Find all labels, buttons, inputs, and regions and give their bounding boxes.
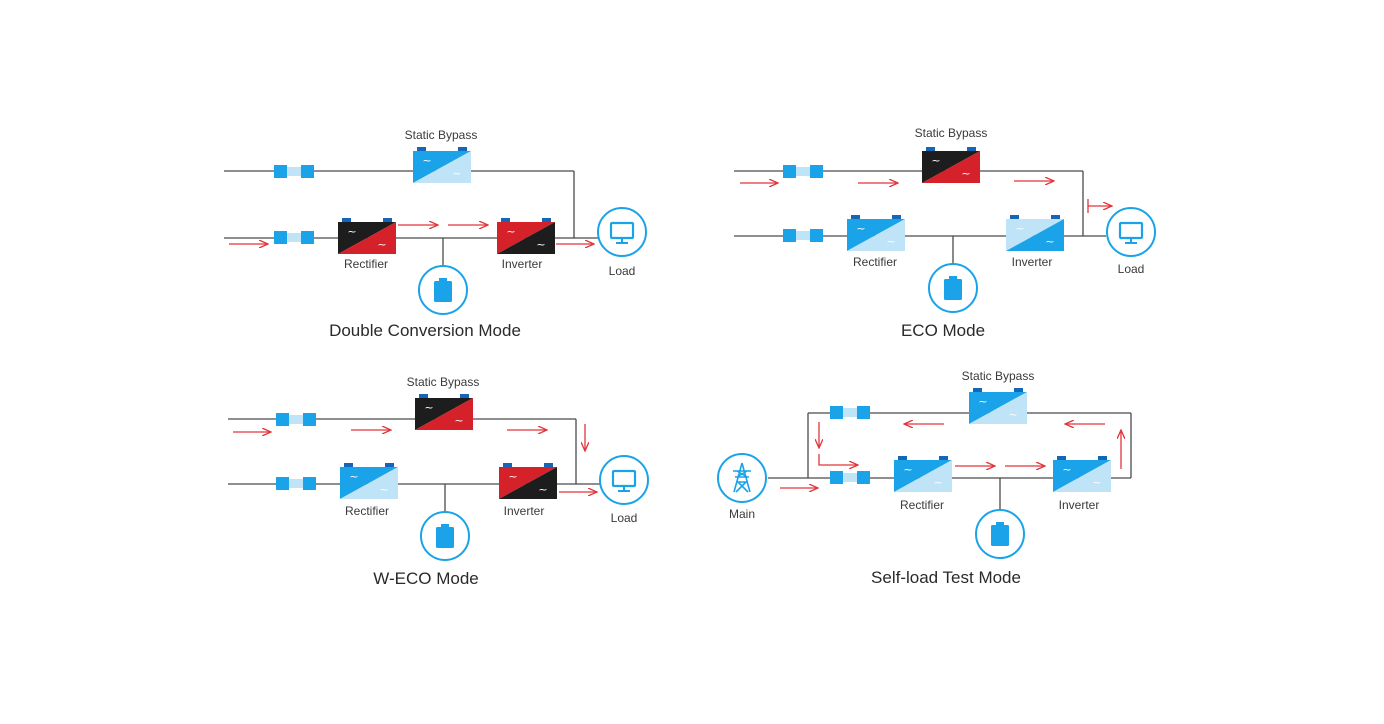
panel-title: W-ECO Mode <box>373 569 479 588</box>
battery-icon <box>928 263 978 313</box>
panel-double-conversion: ~~ ~~ ~~ Static Bypass Rectifier Inverte… <box>224 128 647 340</box>
svg-text:~: ~ <box>886 235 895 248</box>
svg-text:~: ~ <box>1062 463 1071 476</box>
svg-text:~: ~ <box>1015 222 1024 235</box>
inverter-label: Inverter <box>504 504 545 518</box>
rectifier-label: Rectifier <box>345 504 389 518</box>
static-bypass-label: Static Bypass <box>962 369 1035 383</box>
rectifier-converter: ~~ <box>340 463 398 499</box>
inverter-converter: ~~ <box>1006 215 1064 251</box>
load-monitor-icon <box>1106 207 1156 257</box>
breaker-icon <box>830 471 870 484</box>
panel-title: Self-load Test Mode <box>871 568 1021 587</box>
load-label: Load <box>611 511 638 525</box>
static-bypass-converter: ~~ <box>969 388 1027 424</box>
load-monitor-icon <box>599 455 649 505</box>
breaker-icon <box>274 231 314 244</box>
inverter-label: Inverter <box>502 257 543 271</box>
battery-icon <box>975 509 1025 559</box>
svg-text:~: ~ <box>856 222 865 235</box>
rectifier-converter: ~~ <box>894 456 952 492</box>
battery-icon <box>420 511 470 561</box>
load-label: Load <box>609 264 636 278</box>
rectifier-converter: ~~ <box>338 218 396 254</box>
rectifier-label: Rectifier <box>344 257 388 271</box>
svg-text:~: ~ <box>538 483 547 496</box>
svg-text:~: ~ <box>379 483 388 496</box>
svg-text:~: ~ <box>424 401 433 414</box>
svg-text:~: ~ <box>931 154 940 167</box>
static-bypass-converter: ~~ <box>413 147 471 183</box>
breaker-icon <box>274 165 314 178</box>
svg-text:~: ~ <box>349 470 358 483</box>
svg-text:~: ~ <box>506 225 515 238</box>
rectifier-label: Rectifier <box>900 498 944 512</box>
rectifier-converter: ~~ <box>847 215 905 251</box>
svg-text:~: ~ <box>1008 408 1017 421</box>
static-bypass-label: Static Bypass <box>405 128 478 142</box>
svg-text:~: ~ <box>454 414 463 427</box>
svg-text:~: ~ <box>377 238 386 251</box>
inverter-converter: ~~ <box>1053 456 1111 492</box>
panel-self-load-test: ~~ ~~ ~~ Static Bypass Rectifier Inverte… <box>717 369 1132 587</box>
svg-text:~: ~ <box>961 167 970 180</box>
svg-text:~: ~ <box>536 238 545 251</box>
svg-text:~: ~ <box>1045 235 1054 248</box>
svg-text:~: ~ <box>1092 476 1101 489</box>
static-bypass-label: Static Bypass <box>407 375 480 389</box>
inverter-converter: ~~ <box>497 218 555 254</box>
static-bypass-label: Static Bypass <box>915 126 988 140</box>
panel-eco: ~~ ~~ ~~ Static Bypass Rectifier Inverte… <box>734 126 1156 340</box>
inverter-label: Inverter <box>1012 255 1053 269</box>
inverter-converter: ~~ <box>499 463 557 499</box>
inverter-label: Inverter <box>1059 498 1100 512</box>
main-label: Main <box>729 507 755 521</box>
static-bypass-converter: ~~ <box>415 394 473 430</box>
svg-text:~: ~ <box>903 463 912 476</box>
static-bypass-converter: ~~ <box>922 147 980 183</box>
svg-text:~: ~ <box>422 154 431 167</box>
panel-w-eco: ~~ ~~ ~~ Static Bypass Rectifier Inverte… <box>228 375 649 588</box>
breaker-icon <box>830 406 870 419</box>
breaker-icon <box>276 477 316 490</box>
panel-title: ECO Mode <box>901 321 985 340</box>
load-monitor-icon <box>597 207 647 257</box>
main-power-tower-icon <box>717 453 767 503</box>
load-label: Load <box>1118 262 1145 276</box>
breaker-icon <box>276 413 316 426</box>
svg-text:~: ~ <box>508 470 517 483</box>
svg-text:~: ~ <box>978 395 987 408</box>
rectifier-label: Rectifier <box>853 255 897 269</box>
breaker-icon <box>783 229 823 242</box>
battery-icon <box>418 265 468 315</box>
panel-title: Double Conversion Mode <box>329 321 521 340</box>
breaker-icon <box>783 165 823 178</box>
svg-text:~: ~ <box>933 476 942 489</box>
svg-text:~: ~ <box>347 225 356 238</box>
svg-text:~: ~ <box>452 167 461 180</box>
